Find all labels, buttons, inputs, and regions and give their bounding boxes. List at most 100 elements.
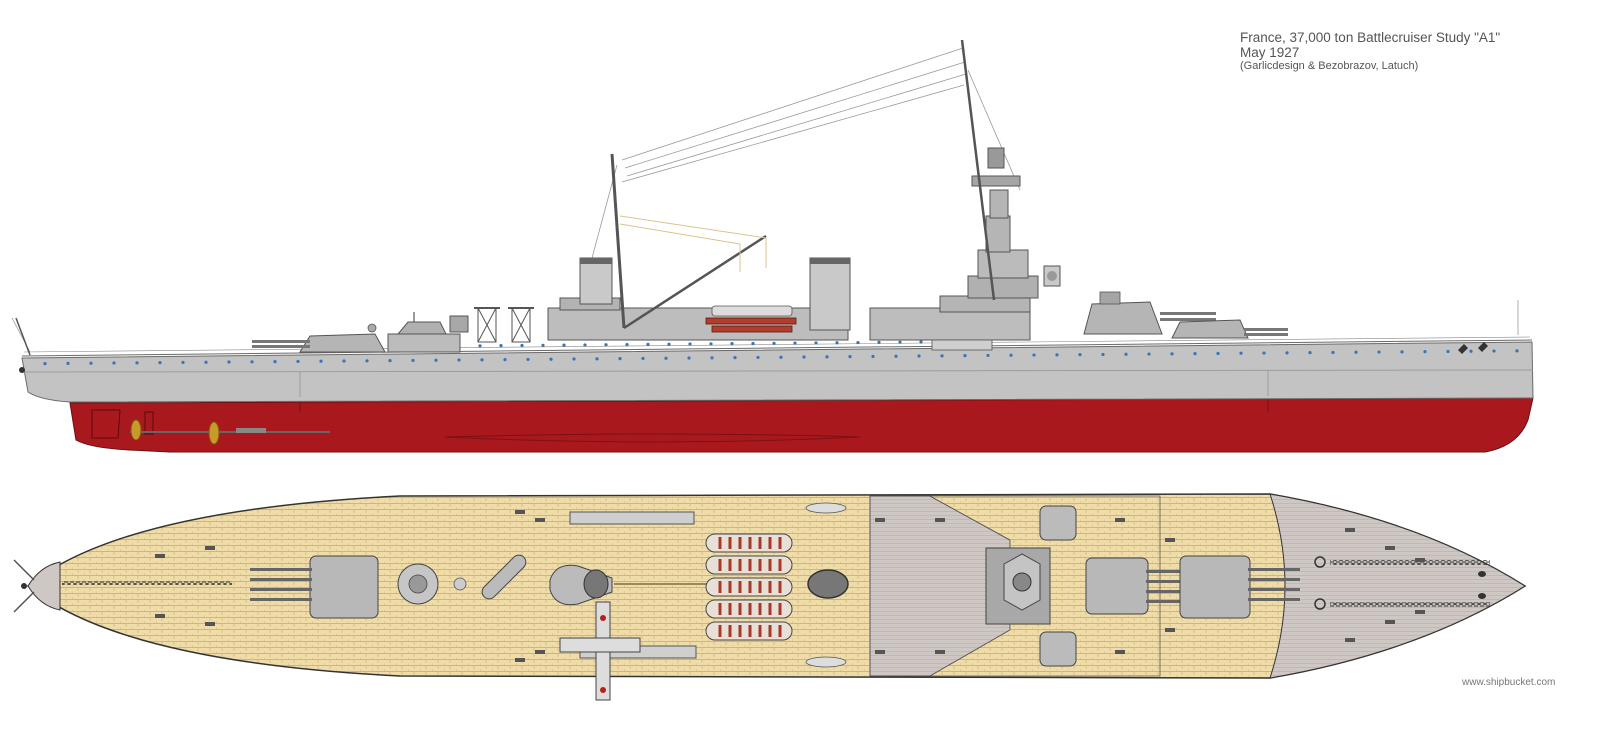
deck-bollard <box>515 658 525 662</box>
porthole <box>664 356 668 360</box>
porthole <box>1354 350 1358 354</box>
porthole <box>112 361 116 365</box>
deck-bollard <box>515 510 525 514</box>
porthole <box>572 357 576 361</box>
porthole <box>526 357 530 362</box>
porthole <box>894 354 898 358</box>
deck-bollard <box>1385 546 1395 550</box>
porthole <box>1193 352 1197 356</box>
porthole <box>730 342 734 346</box>
porthole <box>1492 349 1496 353</box>
porthole <box>625 342 629 347</box>
porthole <box>871 354 875 359</box>
caption-date: May 1927 <box>1240 44 1300 60</box>
deck-bollard <box>155 614 165 618</box>
porthole <box>877 340 881 344</box>
mainmast <box>610 153 767 330</box>
ship-boat <box>705 621 793 641</box>
caption-credits: (Garlicdesign & Bezobrazov, Latuch) <box>1240 60 1419 73</box>
bow-anchors <box>1458 342 1488 354</box>
porthole <box>1170 352 1174 356</box>
deck-bollard <box>1345 528 1355 532</box>
site-watermark: www.shipbucket.com <box>1462 677 1556 688</box>
rigging-wires <box>11 47 1519 353</box>
plan-seaplane <box>559 601 641 701</box>
deck-bollard <box>935 518 945 522</box>
porthole <box>772 341 776 345</box>
porthole <box>856 340 860 345</box>
porthole <box>478 344 482 348</box>
porthole <box>411 358 415 363</box>
ship-boat <box>705 577 793 597</box>
porthole <box>646 342 650 346</box>
porthole <box>667 342 671 346</box>
porthole <box>779 355 783 359</box>
porthole <box>562 343 566 347</box>
deck-bollard <box>205 546 215 550</box>
porthole <box>319 359 323 363</box>
porthole <box>963 354 967 358</box>
porthole <box>499 344 503 348</box>
ship-boat <box>705 555 793 575</box>
amidships-superstructure <box>547 297 849 341</box>
porthole <box>835 341 839 345</box>
deck-bollard <box>875 650 885 654</box>
porthole <box>1377 350 1381 354</box>
porthole <box>1239 351 1243 355</box>
porthole <box>158 361 162 365</box>
plan-forward-turret-1 <box>1179 555 1300 619</box>
porthole <box>1216 351 1220 356</box>
side-profile-view <box>11 39 1534 453</box>
porthole <box>1331 350 1335 355</box>
plan-aft-secondary-mount <box>397 563 439 605</box>
deck-bollard <box>1115 650 1125 654</box>
deck-bollard <box>155 554 165 558</box>
deck-bollard <box>935 650 945 654</box>
plan-anchor-chains <box>1314 556 1490 610</box>
aft-superstructure <box>387 312 469 353</box>
fore-funnel <box>809 257 851 331</box>
forward-main-turret-1 <box>1171 319 1288 339</box>
deck-bollard <box>1165 628 1175 632</box>
porthole <box>1032 353 1036 357</box>
deck-bollard <box>1415 558 1425 562</box>
ship-boat <box>705 599 793 619</box>
deck-bollard <box>1115 518 1125 522</box>
plan-view <box>13 493 1527 701</box>
porthole <box>1515 349 1519 353</box>
porthole <box>365 359 369 363</box>
porthole <box>549 357 553 361</box>
porthole <box>89 361 93 365</box>
deck-bollard <box>535 518 545 522</box>
porthole <box>227 360 231 364</box>
bow-steel-deck <box>1269 493 1526 679</box>
aft-crane-tower <box>474 307 534 343</box>
porthole <box>342 359 346 363</box>
ship-boat <box>705 533 793 553</box>
porthole <box>1101 352 1105 357</box>
porthole <box>919 340 923 344</box>
plan-deck-fittings <box>155 510 1425 662</box>
plan-fore-funnel <box>807 569 849 599</box>
porthole <box>1078 353 1082 357</box>
deck-bollard <box>875 518 885 522</box>
porthole <box>434 358 438 362</box>
forward-tower-superstructure <box>869 39 1061 351</box>
deck-bollard <box>1345 638 1355 642</box>
drawing-caption: France, 37,000 ton Battlecruiser Study "… <box>1240 30 1500 73</box>
porthole <box>1423 350 1427 354</box>
porthole <box>756 355 760 360</box>
porthole <box>917 354 921 358</box>
aft-funnel <box>579 257 613 305</box>
porthole <box>687 356 691 360</box>
porthole <box>583 343 587 347</box>
rudder-and-propellers <box>91 409 330 445</box>
porthole <box>604 343 608 347</box>
porthole <box>541 343 545 347</box>
porthole <box>1262 351 1266 355</box>
porthole <box>273 360 277 364</box>
porthole <box>296 359 300 364</box>
porthole <box>898 340 902 344</box>
aft-main-turret <box>252 323 386 353</box>
porthole <box>503 358 507 362</box>
